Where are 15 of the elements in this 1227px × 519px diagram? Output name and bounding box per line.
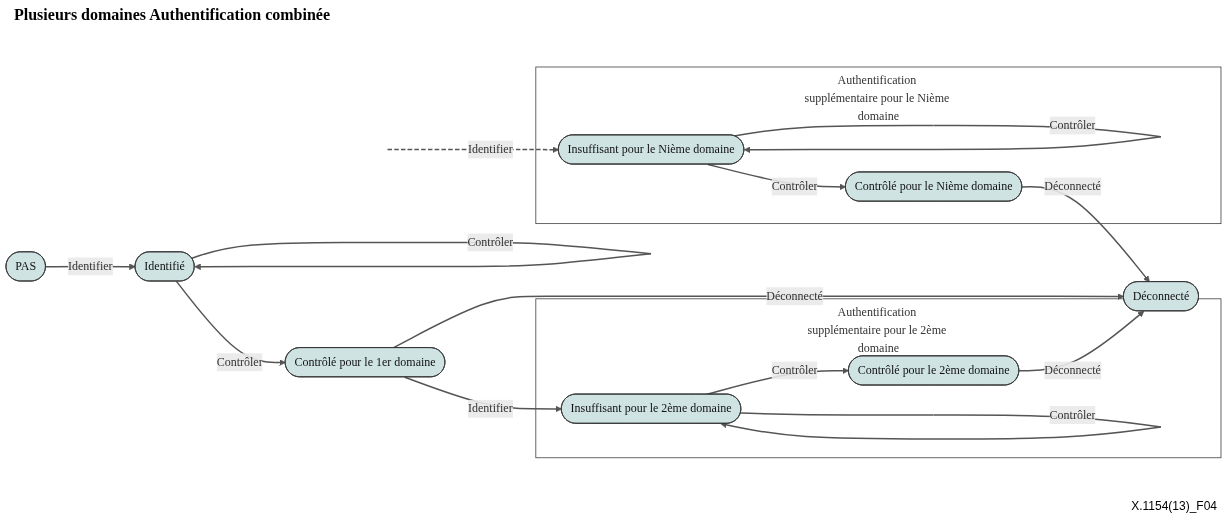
edge-label: Identifier <box>468 402 513 415</box>
edge-label: Identifier <box>468 142 513 156</box>
edge-label: Déconnecté <box>1044 179 1101 193</box>
figure-code: X.1154(13)_F04 <box>1131 499 1217 513</box>
edge-label: Contrôler <box>216 355 263 369</box>
edge-label: Déconnecté <box>1044 363 1101 377</box>
edge-label: Identifier <box>67 259 113 273</box>
edge-label: Contrôler <box>771 179 818 193</box>
edge-label: Contrôler <box>467 235 514 249</box>
edge-label: Contrôler <box>1049 408 1096 422</box>
diagram-title: Plusieurs domaines Authentification combinée <box>14 6 330 24</box>
arrow <box>392 293 1125 349</box>
edge-label: Contrôler <box>1049 118 1096 132</box>
edge-label: Contrôler <box>771 363 818 377</box>
edge-label: Déconnecté <box>766 289 823 303</box>
